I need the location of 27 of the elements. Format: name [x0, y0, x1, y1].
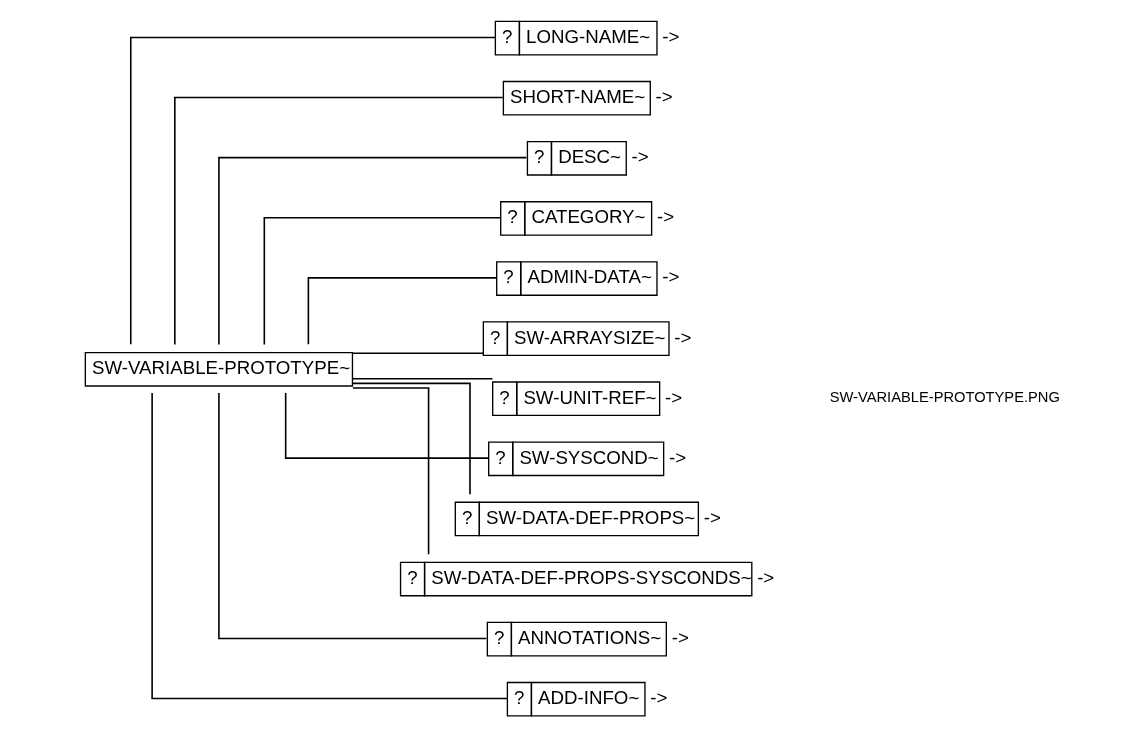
node-label: -> — [649, 687, 667, 709]
connector — [351, 377, 493, 380]
node-label: -> — [671, 627, 689, 649]
node-label: -> — [661, 26, 679, 48]
connector — [217, 156, 527, 346]
node-box: SHORT-NAME~ — [502, 80, 651, 116]
connector — [217, 392, 487, 640]
connector — [173, 96, 503, 346]
node-label: -> — [631, 146, 649, 168]
connector — [263, 216, 501, 346]
connector — [307, 277, 497, 346]
node-label: -> — [655, 86, 673, 108]
connector — [351, 387, 429, 556]
connector — [351, 382, 471, 495]
connector — [351, 352, 484, 355]
node-label: -> — [656, 206, 674, 228]
node-label: -> — [673, 326, 691, 348]
node-box: SW-VARIABLE-PROTOTYPE~ — [84, 351, 353, 387]
node-label: -> — [668, 446, 686, 468]
connector — [284, 392, 489, 459]
label: SW-VARIABLE-PROTOTYPE.PNG — [829, 388, 1060, 405]
connector — [129, 36, 496, 346]
connector — [150, 392, 508, 700]
node-label: -> — [756, 566, 774, 588]
node-label: -> — [664, 386, 682, 408]
node-label: -> — [661, 266, 679, 288]
node-label: -> — [703, 506, 721, 528]
